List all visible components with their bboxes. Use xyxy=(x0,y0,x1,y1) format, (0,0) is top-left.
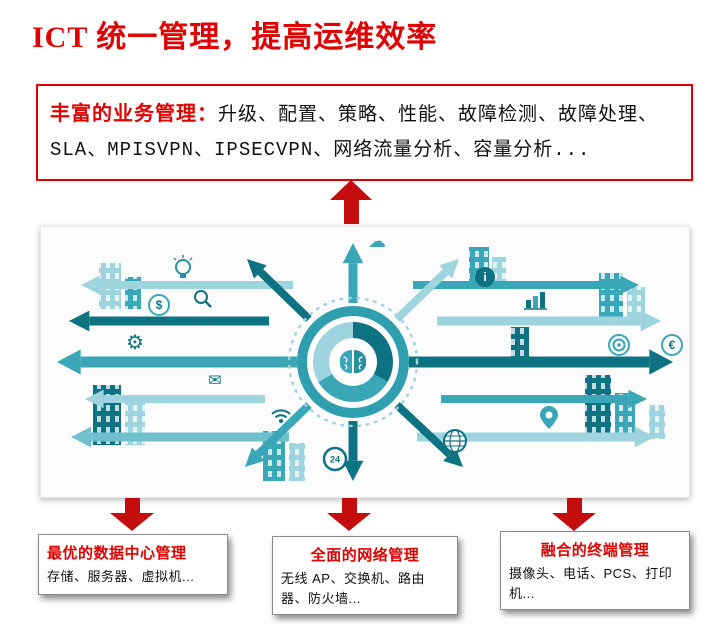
datacenter-box: 最优的数据中心管理 存储、服务器、虚拟机... xyxy=(38,534,228,595)
svg-text:24: 24 xyxy=(330,455,340,465)
flow-arrow xyxy=(409,349,673,375)
terminal-box-content: 摄像头、电话、PCS、打印机... xyxy=(509,566,673,601)
flow-arrow xyxy=(441,389,647,409)
svg-text:⚙: ⚙ xyxy=(126,332,144,354)
flow-arrow xyxy=(394,259,459,322)
cloud-icon: ☁ xyxy=(368,231,386,251)
network-illustration-panel: ⚙ $ ✉ 24 xyxy=(40,226,690,498)
up-arrow xyxy=(330,180,372,224)
gear-icon: ⚙ xyxy=(126,332,144,354)
building xyxy=(585,375,611,439)
flow-arrows xyxy=(57,243,673,481)
datacenter-box-content: 存储、服务器、虚拟机... xyxy=(47,569,195,584)
flow-arrow xyxy=(247,259,312,322)
down-arrow-network xyxy=(327,498,371,531)
svg-text:i: i xyxy=(483,270,486,284)
flow-arrow xyxy=(69,310,269,332)
flow-arrow xyxy=(245,402,312,467)
lightbulb-icon xyxy=(173,255,193,278)
wifi-icon xyxy=(271,409,291,423)
business-management-box: 丰富的业务管理：升级、配置、策略、性能、故障检测、故障处理、SLA、MPISVP… xyxy=(36,84,693,181)
terminal-box-title: 融合的终端管理 xyxy=(540,542,650,559)
info-icon: i xyxy=(475,267,495,287)
flow-arrow xyxy=(81,275,293,295)
magnifier-icon xyxy=(194,290,212,308)
location-pin-icon xyxy=(540,406,558,429)
flow-arrow xyxy=(342,421,364,481)
brain-icon xyxy=(339,350,367,373)
business-box-content: 升级、配置、策略、性能、故障检测、故障处理、SLA、MPISVPN、IPSECV… xyxy=(50,104,659,161)
flow-arrow xyxy=(342,243,364,303)
svg-text:✉: ✉ xyxy=(208,373,221,390)
building xyxy=(627,287,645,325)
euro-icon: € xyxy=(661,334,683,356)
terminal-box: 融合的终端管理 摄像头、电话、PCS、打印机... xyxy=(500,531,690,610)
up-arrow-head xyxy=(330,180,372,200)
building xyxy=(511,327,529,361)
network-box: 全面的网络管理 无线 AP、交换机、路由器、防火墙... xyxy=(272,536,458,615)
building xyxy=(289,443,305,481)
hub-pie-ring xyxy=(313,322,393,402)
network-box-content: 无线 AP、交换机、路由器、防火墙... xyxy=(281,571,425,606)
page-title: ICT 统一管理，提高运维效率 xyxy=(32,21,438,54)
svg-text:$: $ xyxy=(156,298,163,312)
business-box-label: 丰富的业务管理： xyxy=(50,103,218,125)
datacenter-box-title: 最优的数据中心管理 xyxy=(47,545,187,562)
flow-arrow xyxy=(57,349,297,375)
flow-arrow xyxy=(413,275,639,295)
flow-arrow xyxy=(394,402,463,467)
envelope-icon: ✉ xyxy=(208,373,221,390)
globe-icon xyxy=(443,429,467,453)
network-box-title: 全面的网络管理 xyxy=(310,547,420,564)
network-illustration: ⚙ $ ✉ 24 xyxy=(57,231,683,481)
hub-dotted-ring xyxy=(287,296,419,428)
central-hub xyxy=(287,296,419,428)
down-arrow-terminal xyxy=(552,498,596,531)
target-icon xyxy=(608,334,630,356)
bar-chart-icon xyxy=(524,292,547,310)
svg-text:☁: ☁ xyxy=(368,231,386,251)
down-arrow-datacenter xyxy=(110,498,154,531)
svg-text:€: € xyxy=(669,338,676,352)
clock-icon: 24 xyxy=(322,446,348,472)
flow-arrow xyxy=(85,389,265,409)
building xyxy=(649,405,665,439)
dollar-icon: $ xyxy=(148,294,170,316)
flow-arrow xyxy=(71,426,289,448)
up-arrow-shaft xyxy=(343,200,359,224)
flow-arrow xyxy=(437,310,661,332)
